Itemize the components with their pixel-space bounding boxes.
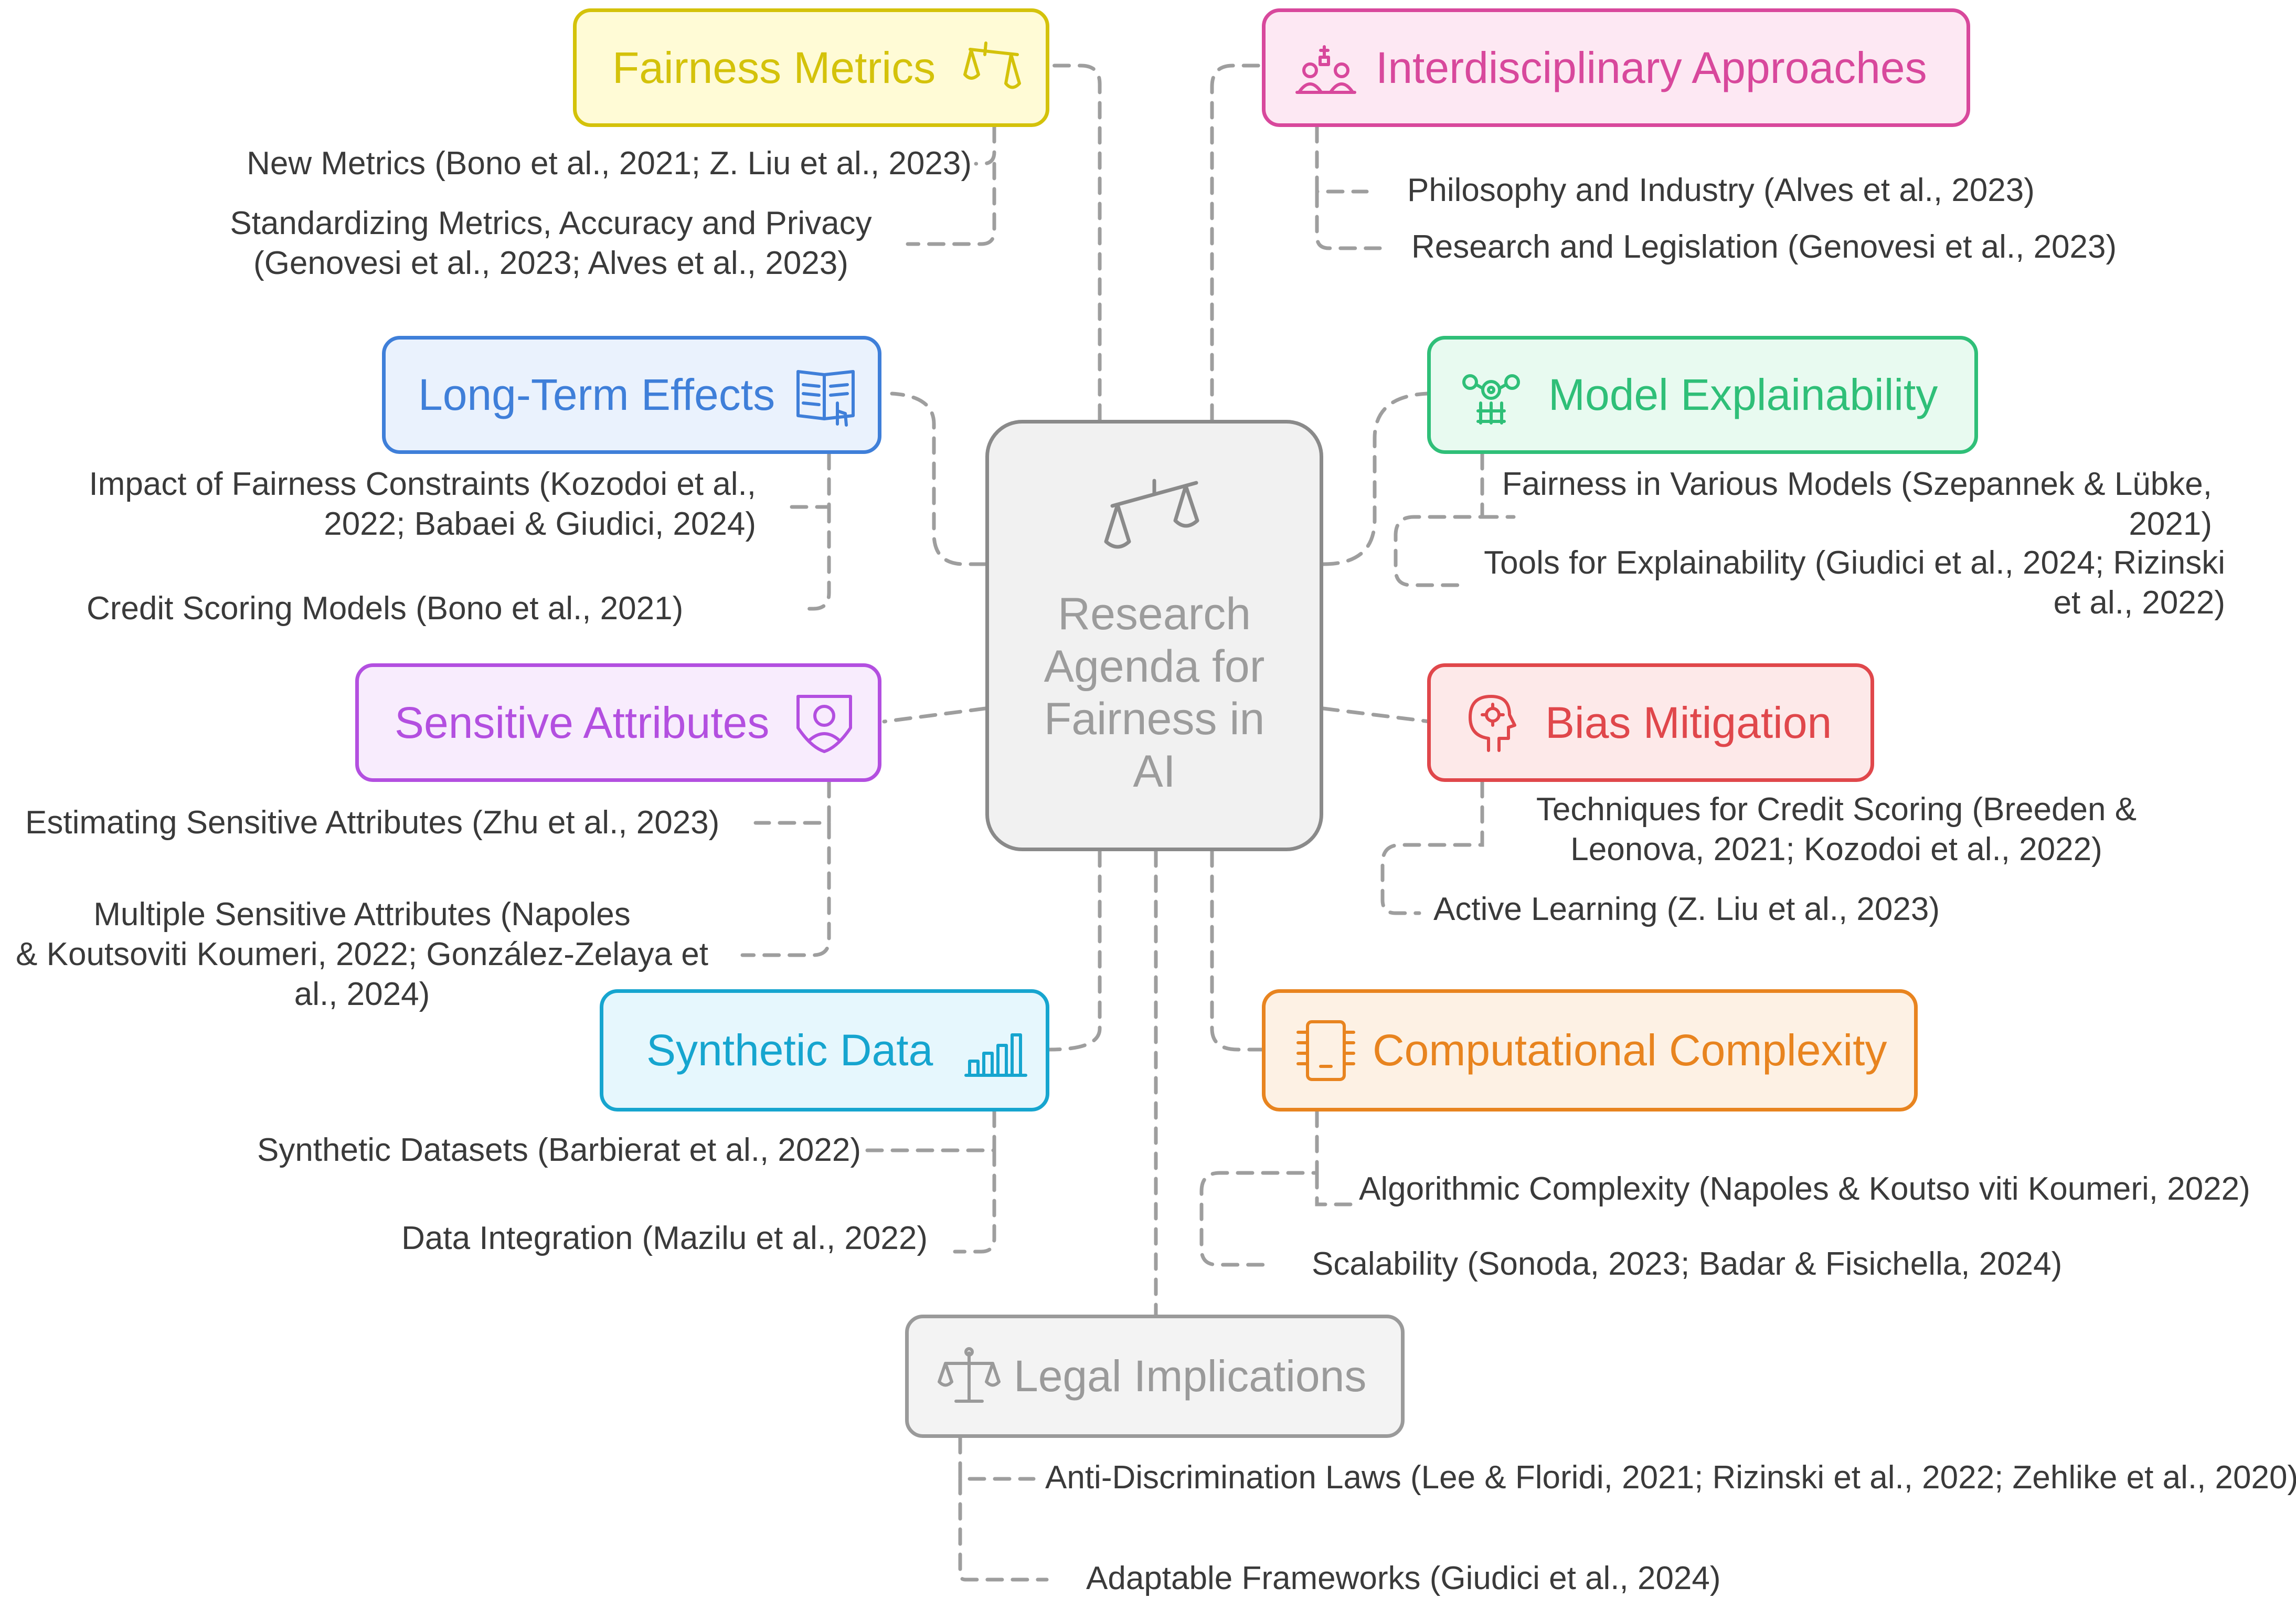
leaf-line: Leonova, 2021; Kozodoi et al., 2022) [1570,831,2102,867]
leaf-estimating-sensitive-attributes: Estimating Sensitive Attributes (Zhu et … [25,803,719,843]
leaf-line: Philosophy and Industry (Alves et al., 2… [1407,172,2035,208]
leaf-line: Tools for Explainability (Giudici et al.… [1484,545,2225,581]
connector-leaf [740,821,831,957]
leaf-line: Credit Scoring Models (Bono et al., 2021… [87,590,684,627]
branch-interdisciplinary-approaches: Interdisciplinary Approaches [1262,8,1970,127]
center-node: Research Agenda for Fairness in AI [985,420,1323,851]
leaf-philosophy-and-industry: Philosophy and Industry (Alves et al., 2… [1407,171,2035,210]
leaf-line: Anti-Discrimination Laws (Lee & Floridi,… [1045,1459,2296,1496]
leaf-line: et al., 2022) [2053,585,2225,621]
leaf-research-and-legislation: Research and Legislation (Genovesi et al… [1411,227,2117,267]
leaf-line: & Koutsoviti Koumeri, 2022; González-Zel… [16,936,708,972]
connector-model-explainability [1321,391,1429,566]
branch-fairness-metrics: Fairness Metrics [573,8,1049,127]
branch-model-explainability: Model Explainability [1427,336,1978,454]
branch-computational-complexity: Computational Complexity [1262,989,1918,1112]
connector-bias-mitigation [1321,706,1432,724]
leaf-line: Active Learning (Z. Liu et al., 2023) [1433,891,1940,927]
center-title: Research Agenda for Fairness in AI [989,588,1320,798]
legal-scale-icon [935,1342,1003,1411]
leaf-data-integration: Data Integration (Mazilu et al., 2022) [401,1219,928,1258]
head-gear-icon [1457,689,1525,757]
branch-label: Interdisciplinary Approaches [1376,43,1927,92]
collaboration-icon [1292,34,1360,102]
leaf-line: (Genovesi et al., 2023; Alves et al., 20… [253,245,848,281]
leaf-line: Estimating Sensitive Attributes (Zhu et … [25,804,720,841]
leaf-impact-of-fairness-constraints: Impact of Fairness Constraints (Kozodoi … [89,464,756,544]
leaf-line: 2021) [2129,506,2212,542]
branch-label: Long-Term Effects [418,370,775,419]
branch-label: Bias Mitigation [1545,697,1832,747]
leaf-standardizing-metrics: Standardizing Metrics, Accuracy and Priv… [220,204,881,283]
leaf-fairness-in-various-models: Fairness in Various Models (Szepannek & … [1502,464,2212,544]
leaf-tools-for-explainability: Tools for Explainability (Giudici et al.… [1484,543,2225,623]
branch-sensitive-attributes: Sensitive Attributes [355,663,881,782]
balance-scale-icon [1102,473,1207,578]
branch-legal-implications: Legal Implications [905,1315,1405,1438]
chip-icon [1292,1017,1360,1085]
branch-synthetic-data: Synthetic Data [600,989,1049,1112]
connector-sensitive-attributes [882,706,987,724]
leaf-line: Synthetic Datasets (Barbierat et al., 20… [257,1132,861,1168]
user-shield-icon [790,689,858,757]
leaf-line: 2022; Babaei & Giudici, 2024) [324,506,756,542]
connector-long-term-effects [890,391,987,566]
leaf-line: Scalability (Sonoda, 2023; Badar & Fisic… [1312,1246,2063,1282]
connector-computational-complexity [1210,849,1264,1052]
leaf-line: Algorithmic Complexity (Napoles & Koutso… [1359,1171,2250,1207]
center-title-line: Agenda for [1044,641,1265,692]
bar-chart-icon [962,1017,1030,1085]
connector-interdisciplinary [1210,63,1264,422]
leaf-techniques-for-credit-scoring: Techniques for Credit Scoring (Breeden &… [1522,790,2151,870]
leaf-line: Research and Legislation (Genovesi et al… [1411,229,2117,265]
leaf-adaptable-frameworks: Adaptable Frameworks (Giudici et al., 20… [1086,1559,1721,1599]
leaf-line: Techniques for Credit Scoring (Breeden & [1536,791,2137,828]
branch-long-term-effects: Long-Term Effects [382,336,881,454]
open-book-icon [793,361,861,429]
connector-fairness-metrics [1047,63,1102,422]
leaf-line: Standardizing Metrics, Accuracy and Priv… [230,205,872,241]
scales-icon [960,34,1028,102]
leaf-line: Impact of Fairness Constraints (Kozodoi … [89,466,756,502]
branch-label: Computational Complexity [1373,1025,1887,1075]
branch-label: Fairness Metrics [612,43,936,92]
leaf-line: Multiple Sensitive Attributes (Napoles [93,896,631,933]
branch-label: Sensitive Attributes [395,697,770,747]
center-title-line: Research [1057,589,1251,639]
leaf-line: New Metrics (Bono et al., 2021; Z. Liu e… [247,145,972,182]
leaf-anti-discrimination-laws: Anti-Discrimination Laws (Lee & Floridi,… [1045,1458,2296,1498]
leaf-scalability: Scalability (Sonoda, 2023; Badar & Fisic… [1312,1244,2062,1284]
connector-synthetic-data [1047,849,1102,1052]
leaf-line: al., 2024) [294,976,430,1012]
leaf-new-metrics: New Metrics (Bono et al., 2021; Z. Liu e… [247,144,972,184]
branch-label: Model Explainability [1548,370,1938,419]
leaf-synthetic-datasets: Synthetic Datasets (Barbierat et al., 20… [257,1130,861,1170]
center-title-line: Fairness in [1044,694,1265,744]
leaf-multiple-sensitive-attributes: Multiple Sensitive Attributes (Napoles &… [0,895,724,1014]
leaf-credit-scoring-models: Credit Scoring Models (Bono et al., 2021… [87,589,683,629]
leaf-line: Fairness in Various Models (Szepannek & … [1502,466,2212,502]
leaf-line: Data Integration (Mazilu et al., 2022) [401,1220,928,1256]
leaf-active-learning: Active Learning (Z. Liu et al., 2023) [1433,890,1940,929]
leaf-algorithmic-complexity: Algorithmic Complexity (Napoles & Koutso… [1359,1169,2250,1209]
leaf-line: Adaptable Frameworks (Giudici et al., 20… [1086,1560,1721,1596]
branch-label: Legal Implications [1014,1351,1367,1401]
branch-label: Synthetic Data [646,1025,933,1075]
gears-network-icon [1457,361,1525,429]
branch-bias-mitigation: Bias Mitigation [1427,663,1874,782]
center-title-line: AI [1133,746,1176,797]
